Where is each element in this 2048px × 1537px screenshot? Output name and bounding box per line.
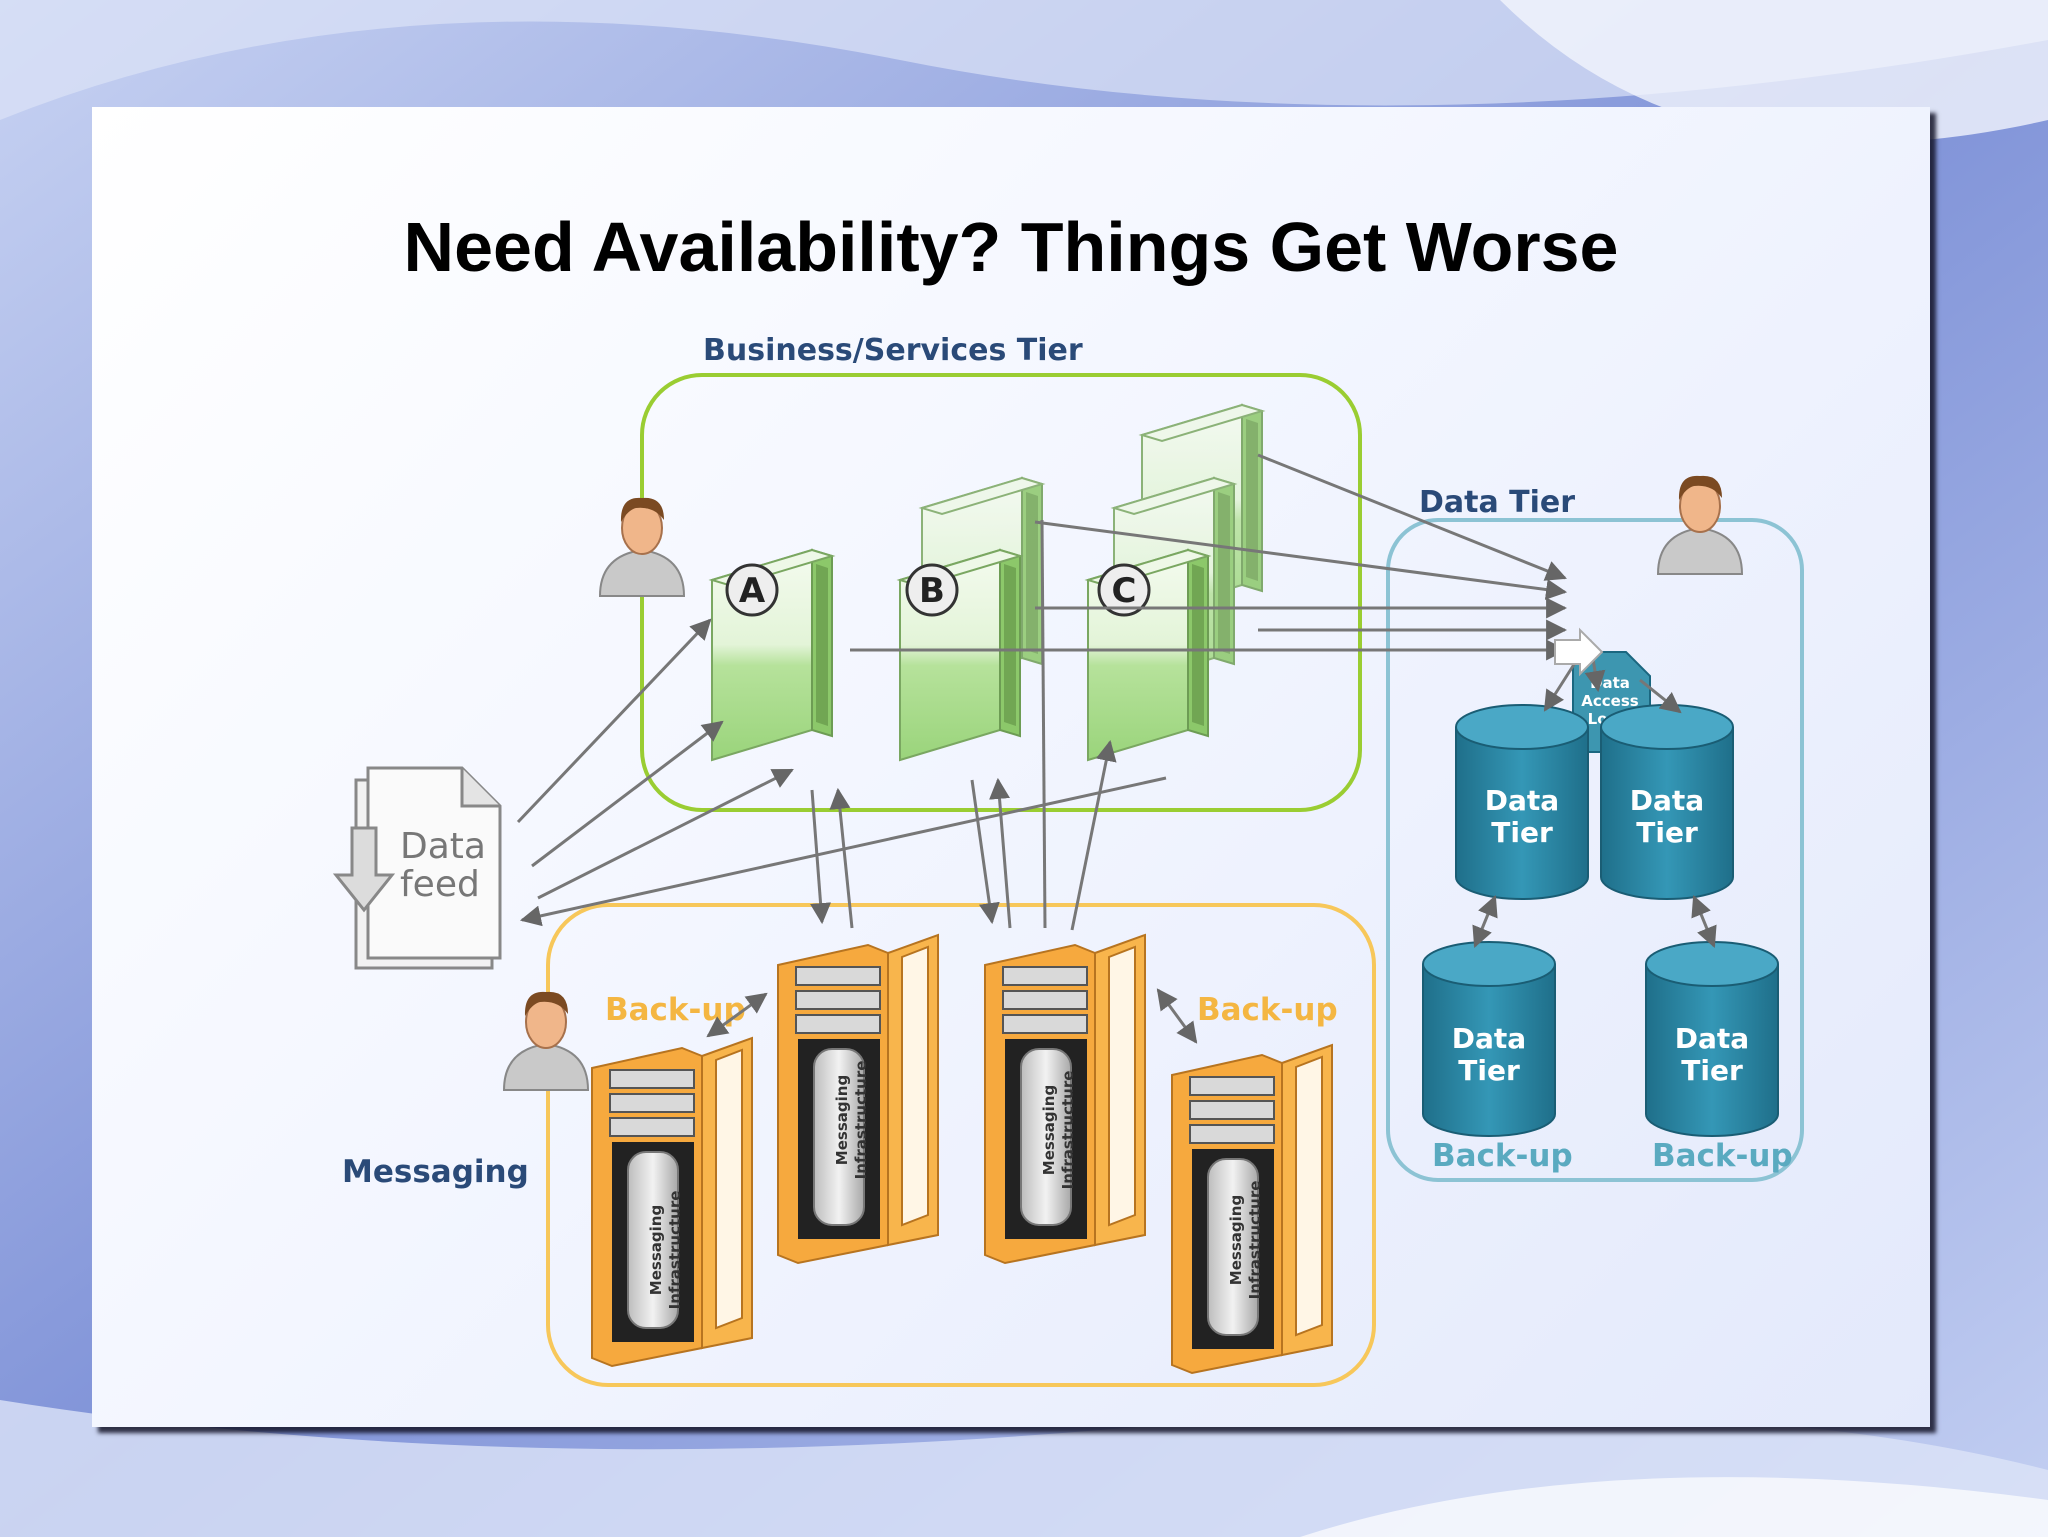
rack-label-3b: Infrastructure (1059, 1071, 1077, 1190)
server-c-badge (1097, 563, 1151, 617)
server-a: A (711, 549, 833, 761)
server-c: C (1087, 549, 1209, 761)
server-b: B (899, 549, 1021, 761)
chevron-right-icon (1554, 627, 1604, 677)
rack-label-4b: Infrastructure (1246, 1181, 1264, 1300)
rack-label-2a: Messaging (833, 1075, 851, 1165)
cylinder-3-line1: Data (1452, 1022, 1526, 1055)
business-tier-label: Business/Services Tier (703, 333, 1083, 368)
data-feed-line2: feed (400, 864, 480, 905)
cylinder-1-line1: Data (1485, 784, 1559, 817)
user-icon-data (1657, 474, 1743, 575)
dal-line2: Access (1581, 692, 1638, 710)
server-b-letter: B (919, 571, 945, 611)
rack-label-1a: Messaging (647, 1205, 665, 1295)
cylinder-1-line2: Tier (1491, 816, 1553, 849)
backup-label-messaging-right: Back-up (1197, 992, 1338, 1028)
backup-label-data-left: Back-up (1432, 1138, 1573, 1174)
cylinder-4-line2: Tier (1681, 1054, 1743, 1087)
data-tier-cylinder-1: Data Tier (1455, 704, 1589, 900)
rack-label-2b: Infrastructure (852, 1061, 870, 1180)
data-tier-cylinder-4: Data Tier (1645, 941, 1779, 1137)
server-a-letter: A (739, 571, 766, 611)
server-c-letter: C (1112, 571, 1137, 611)
data-feed-document: Data feed (332, 766, 502, 970)
server-a-badge (725, 563, 779, 617)
cylinder-2-line1: Data (1630, 784, 1704, 817)
data-tier-box (1386, 518, 1804, 1182)
cylinder-3-line2: Tier (1458, 1054, 1520, 1087)
messaging-box (546, 903, 1376, 1387)
server-b-badge (905, 563, 959, 617)
rack-label-1b: Infrastructure (666, 1191, 684, 1310)
user-icon-messaging (503, 990, 589, 1091)
cylinder-2-line2: Tier (1636, 816, 1698, 849)
messaging-label: Messaging (342, 1154, 529, 1190)
data-feed-line1: Data (400, 826, 486, 867)
rack-label-3a: Messaging (1040, 1085, 1058, 1175)
cylinder-4-line1: Data (1675, 1022, 1749, 1055)
data-tier-label: Data Tier (1419, 485, 1575, 520)
rack-label-4a: Messaging (1227, 1195, 1245, 1285)
data-tier-cylinder-2: Data Tier (1600, 704, 1734, 900)
download-arrow-icon (332, 826, 396, 913)
connection-arrows (516, 453, 1717, 1044)
slide-title: Need Availability? Things Get Worse (403, 208, 1619, 286)
data-tier-cylinder-3: Data Tier (1422, 941, 1556, 1137)
user-icon-business (599, 496, 685, 597)
backup-label-data-right: Back-up (1652, 1138, 1793, 1174)
